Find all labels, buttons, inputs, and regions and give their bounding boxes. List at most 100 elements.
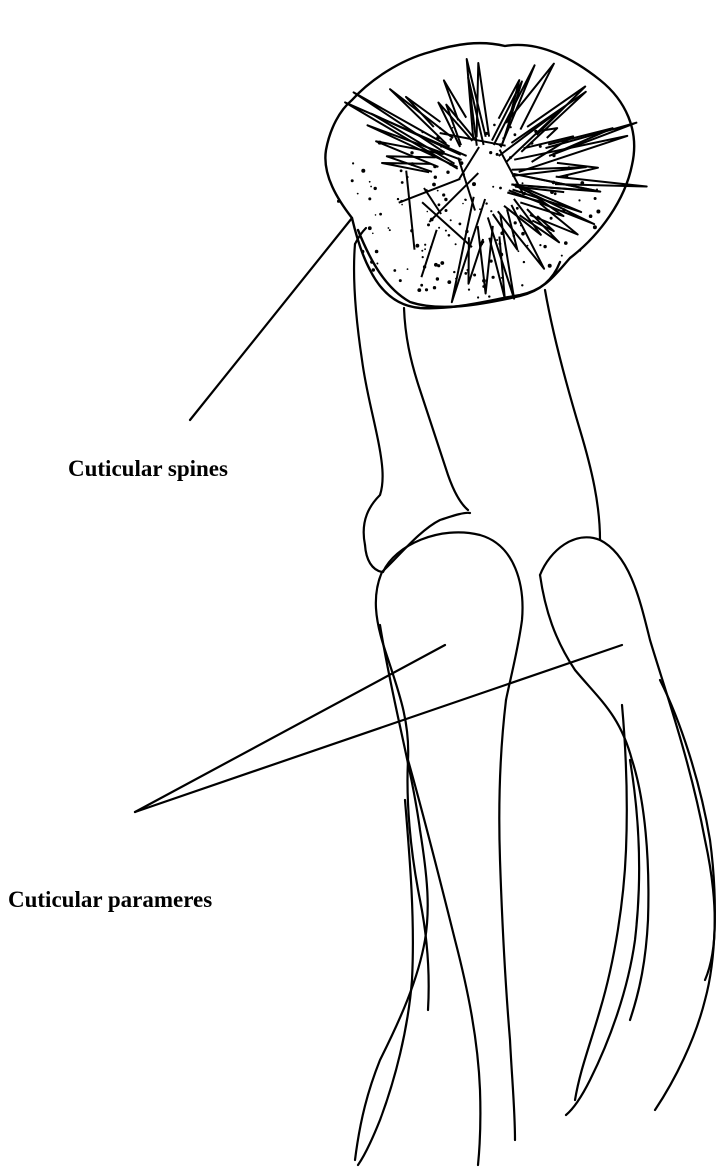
spine (541, 128, 558, 138)
stipple-dot (472, 182, 476, 186)
stipple-dot (518, 250, 520, 252)
right-paramere (540, 537, 715, 980)
stipple-dot (379, 141, 382, 144)
stipple-dot (455, 278, 457, 280)
stipple-dot (438, 203, 441, 206)
stipple-dot (425, 288, 428, 291)
stipple-dot (514, 133, 517, 136)
stipple-dot (420, 284, 423, 287)
stipple-dot (368, 197, 371, 200)
stipple-dot (446, 171, 449, 174)
stipple-dot (539, 244, 541, 246)
stipple-dot (490, 260, 493, 263)
stipple-dot (492, 186, 494, 188)
stipple-dot (379, 213, 382, 216)
stipple-dot (369, 181, 371, 183)
stipple-dot (530, 142, 533, 145)
stipple-dot (335, 194, 337, 196)
stipple-dot (552, 181, 556, 185)
stipple-dot (410, 151, 413, 154)
stipple-dot (485, 202, 487, 204)
stipple-dot (468, 289, 470, 291)
stipple-dot (424, 244, 426, 246)
stipple-dot (447, 280, 451, 284)
stipple-dot (416, 244, 420, 248)
stipple-dot (466, 269, 468, 271)
stipple-dot (453, 271, 455, 273)
stipple-dot (568, 166, 571, 169)
stipple-dot (399, 279, 402, 282)
stipple-dot (489, 151, 492, 154)
aedeagus-body (354, 228, 600, 572)
stipple-dot (548, 264, 552, 268)
stipple-dot (450, 219, 452, 221)
stipple-dot (565, 174, 568, 177)
stipple-dot (455, 243, 457, 245)
stipple-dot (464, 272, 467, 275)
spine (406, 171, 414, 250)
stipple-dot (400, 169, 403, 172)
stipple-dot (548, 226, 550, 228)
leader-parameres-left (135, 645, 445, 812)
stipple-dot (492, 276, 495, 279)
stipple-dot (477, 296, 479, 298)
median-lobe-right (575, 705, 627, 1100)
stipple-dot (389, 229, 391, 231)
stipple-dot (393, 269, 396, 272)
stipple-dot (509, 156, 512, 159)
stipple-dot (561, 255, 563, 257)
stipple-dot (502, 137, 504, 139)
stipple-dot (482, 279, 486, 283)
stipple-dot (376, 263, 378, 265)
stipple-dot (514, 221, 517, 224)
stipple-dot (372, 268, 375, 271)
stipple-dot (491, 238, 493, 240)
stipple-dot (522, 182, 524, 184)
stipple-dot (452, 127, 454, 129)
stipple-dot (473, 274, 476, 277)
stipple-dot (539, 145, 542, 148)
filament-1 (355, 625, 428, 1160)
stipple-dot (580, 181, 584, 185)
stipple-dot (460, 161, 464, 165)
stipple-dot (352, 162, 354, 164)
stipple-dot (552, 154, 555, 157)
stipple-dot (499, 143, 502, 146)
stipple-dot (594, 197, 597, 200)
filament-5 (566, 760, 639, 1115)
stipple-dot (464, 199, 466, 201)
stipple-dot (427, 223, 430, 226)
stipple-dot (422, 256, 424, 258)
stipple-dot (351, 179, 354, 182)
stipple-dot (513, 234, 516, 237)
stipple-dot (433, 165, 437, 169)
stipple-dot (555, 271, 558, 274)
stipple-dot (450, 138, 453, 141)
spine-cluster (325, 43, 634, 308)
stipple-dot (370, 260, 373, 263)
stipple-dot (421, 131, 424, 134)
stipple-dot (437, 190, 439, 192)
stipple-dot (436, 277, 439, 280)
stipple-dot (523, 192, 526, 195)
stipple-dot (430, 246, 432, 248)
stipple-dot (550, 217, 553, 220)
stipple-dot (401, 204, 403, 206)
stipple-dot (463, 173, 465, 175)
stipple-dot (372, 233, 374, 235)
stipple-dot (579, 250, 581, 252)
stipple-dot (485, 132, 488, 135)
stipple-dot (432, 183, 436, 187)
stipple-dot (370, 186, 372, 188)
stipple-dot (459, 223, 462, 226)
stipple-dot (482, 285, 485, 288)
stipple-dot (357, 193, 359, 195)
stipple-dot (439, 127, 441, 129)
stipple-dot (440, 146, 442, 148)
stipple-dot (589, 214, 593, 218)
stipple-dot (564, 241, 568, 245)
stipple-dot (596, 189, 598, 191)
stalk-left-wall (354, 244, 383, 545)
stipple-dot (499, 253, 503, 257)
spines (345, 59, 647, 302)
